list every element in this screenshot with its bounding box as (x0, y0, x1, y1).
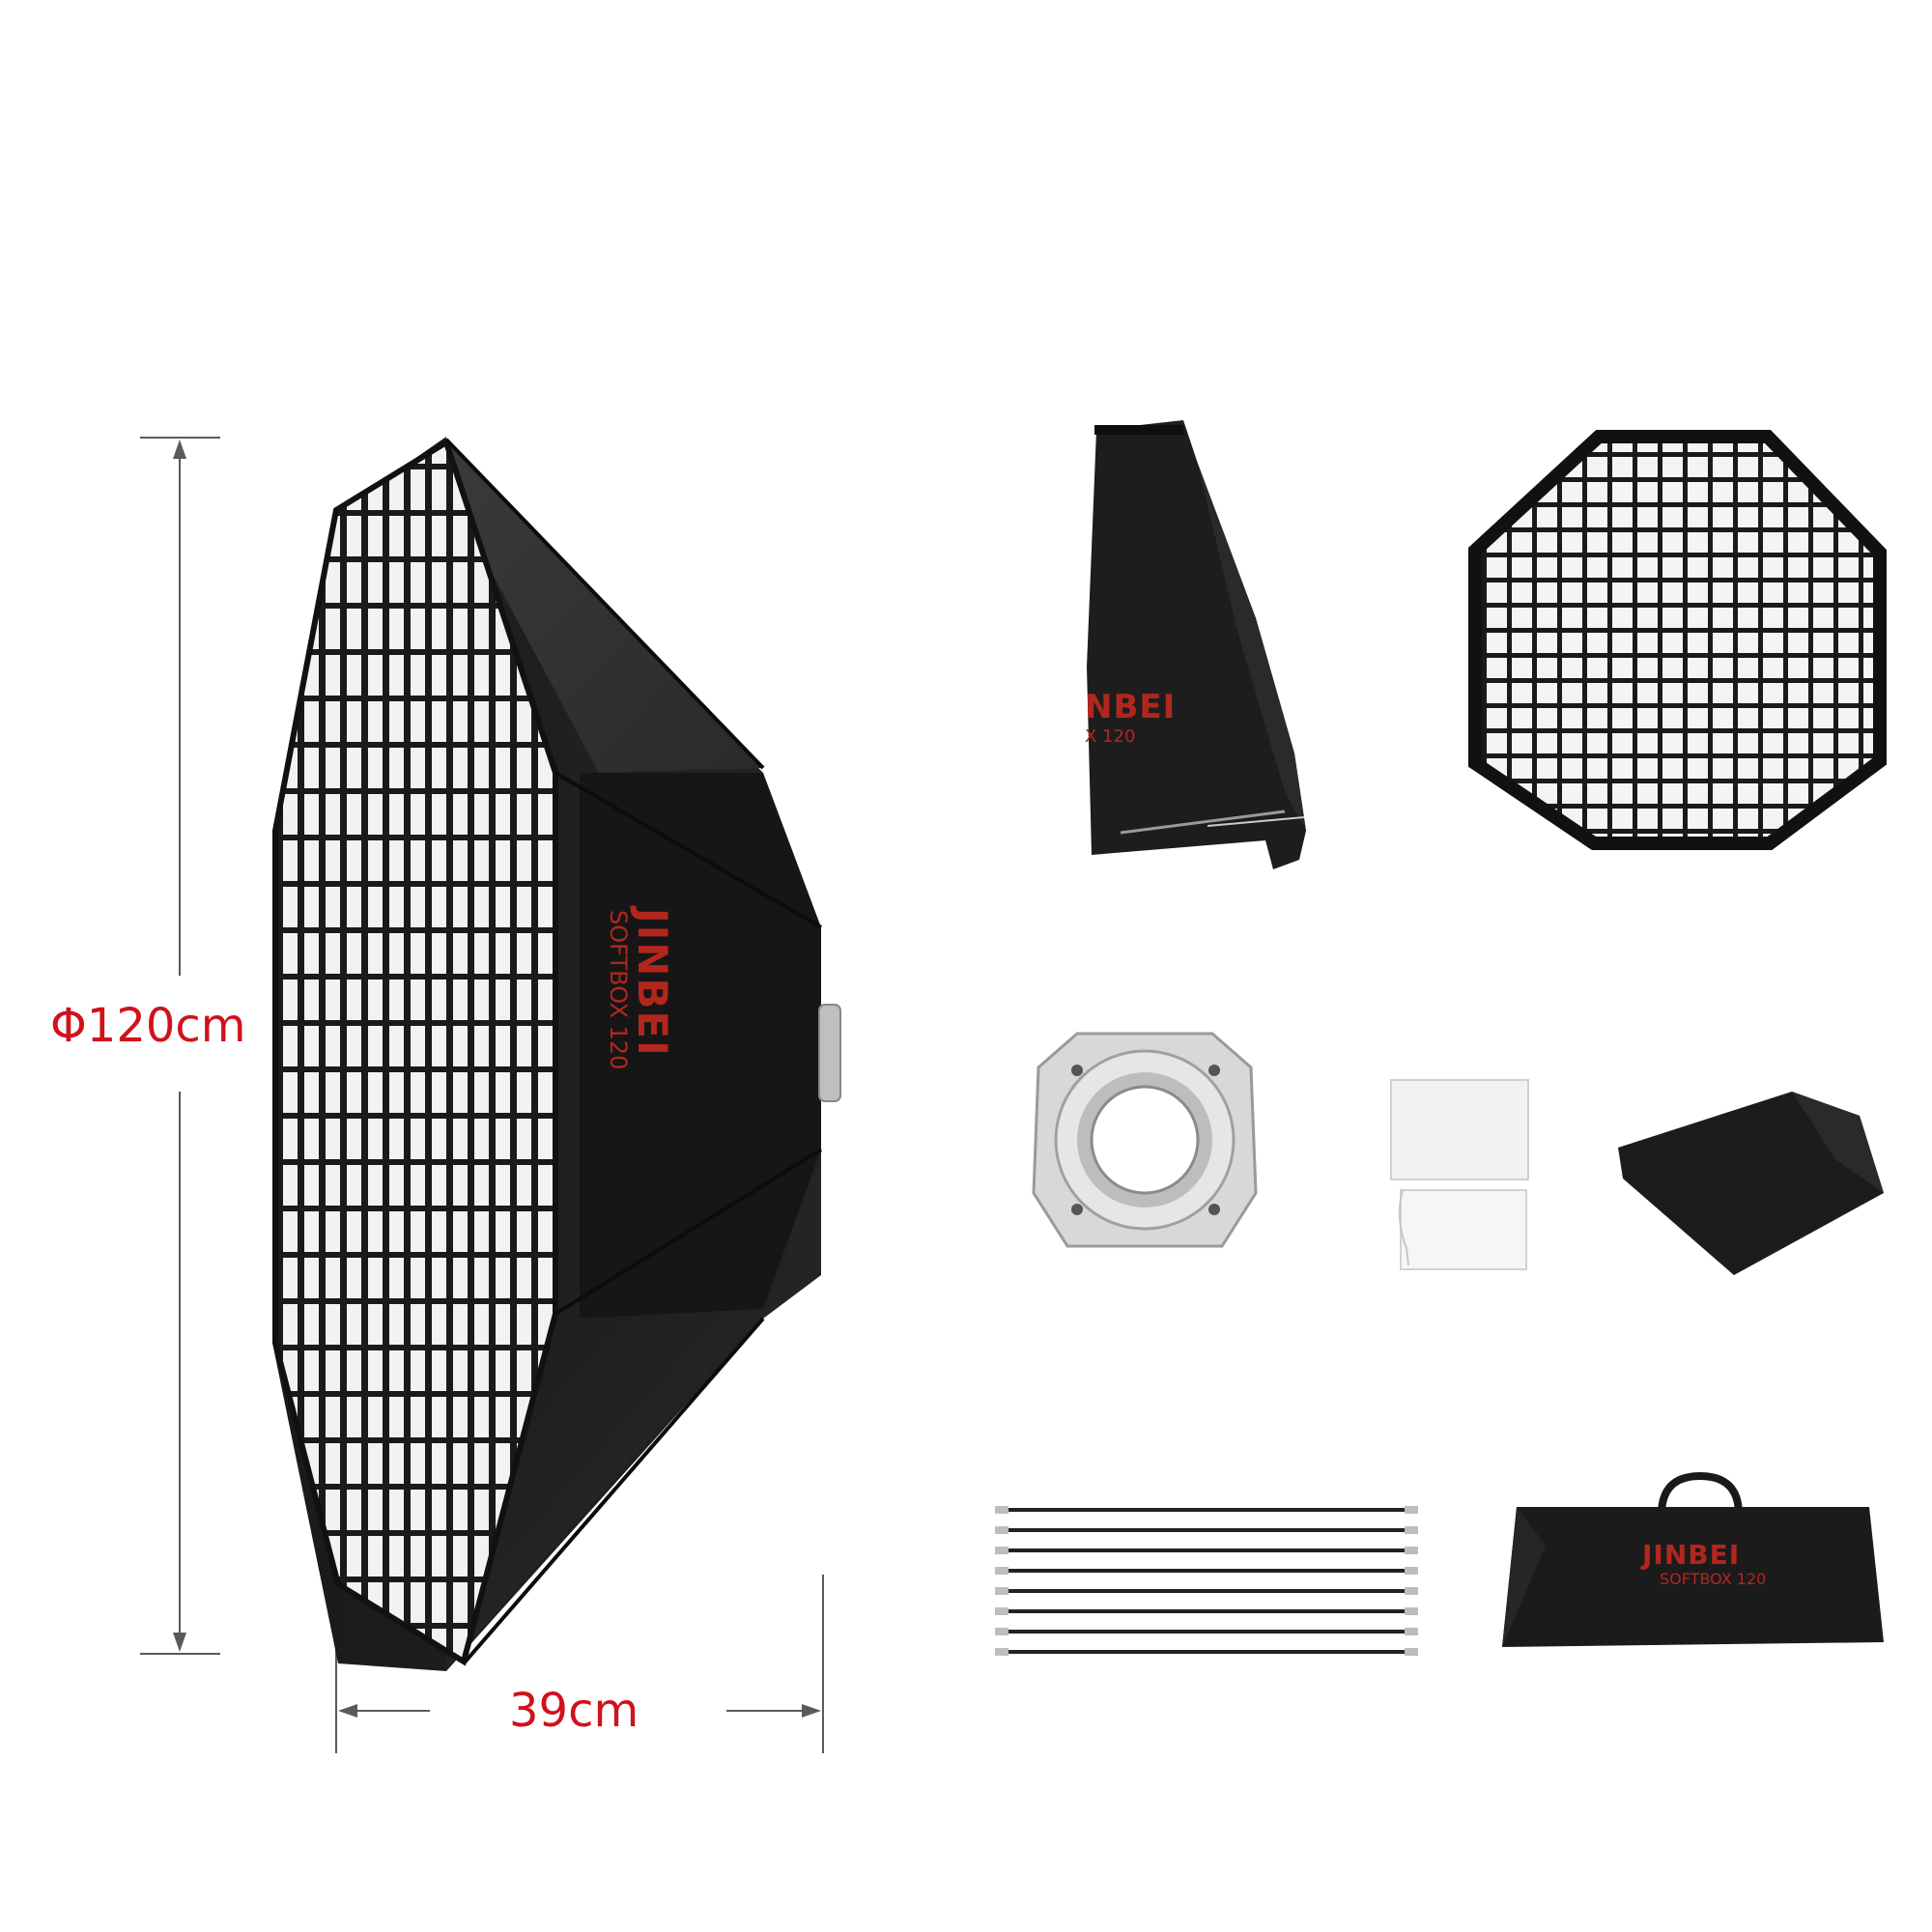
folded-softbox-logo: NBEI (1085, 688, 1177, 726)
folded-softbox-model: X 120 (1085, 726, 1136, 747)
bag-model: SOFTBOX 120 (1660, 1570, 1767, 1588)
height-dimension-label: Φ120cm (50, 999, 246, 1053)
bag-logo: JINBEI (1642, 1539, 1741, 1571)
depth-dimension-label: 39cm (509, 1684, 639, 1738)
